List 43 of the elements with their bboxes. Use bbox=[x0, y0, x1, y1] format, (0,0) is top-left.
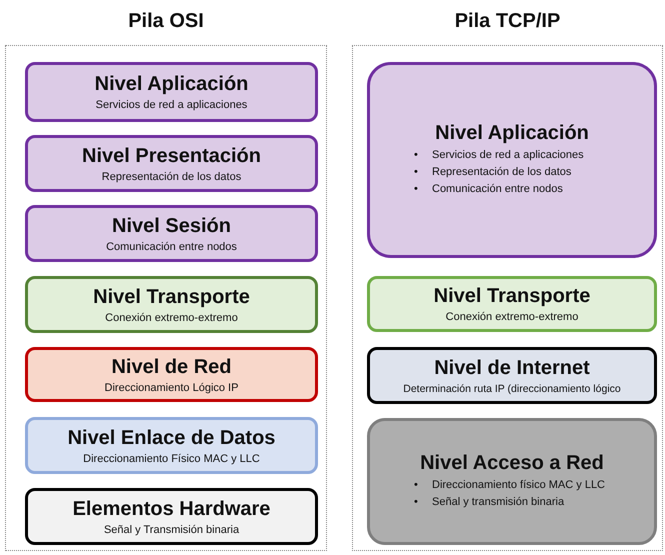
layer-box bbox=[25, 205, 318, 262]
layer-box bbox=[25, 417, 318, 474]
layer-box bbox=[25, 347, 318, 402]
layer-title: Nivel Acceso a Red bbox=[420, 452, 604, 475]
layer-box bbox=[367, 347, 657, 404]
layer-box bbox=[367, 62, 657, 258]
layer-description: Servicios de red a aplicaciones bbox=[96, 99, 248, 111]
bullet-text: Representación de los datos bbox=[432, 166, 572, 178]
layer-title: Nivel Aplicación bbox=[94, 73, 248, 96]
bullet-text: Servicios de red a aplicaciones bbox=[432, 148, 584, 161]
panel-title: Pila TCP/IP bbox=[454, 10, 562, 33]
layer-box bbox=[25, 62, 318, 122]
bullet-text: Comunicación entre nodos bbox=[432, 183, 563, 196]
layer-box bbox=[25, 488, 318, 545]
layer-title: Nivel de Internet bbox=[434, 356, 590, 380]
layer-description: Representación de los datos bbox=[102, 170, 242, 182]
layer-box bbox=[367, 276, 657, 332]
layer-title: Nivel Enlace de Datos bbox=[68, 426, 276, 450]
bullet-marker: • bbox=[414, 182, 419, 198]
bullet-marker: • bbox=[414, 495, 419, 510]
layer-title: Nivel Transporte bbox=[434, 285, 590, 308]
layer-description: Direccionamiento Lógico IP bbox=[104, 382, 238, 394]
layer-description: Determinación ruta IP (direccionamiento lógico bbox=[403, 382, 621, 394]
layer-description: Comunicación entre nodos bbox=[106, 240, 237, 252]
layer-description: Conexión extremo-extremo bbox=[446, 311, 578, 323]
bullet-text: Señal y transmisión binaria bbox=[432, 496, 564, 508]
layer-box bbox=[25, 276, 318, 333]
panel-title: Pila OSI bbox=[127, 10, 205, 33]
bullet-marker: • bbox=[414, 148, 419, 163]
layer-box bbox=[25, 135, 318, 192]
layer-title: Elementos Hardware bbox=[72, 498, 270, 520]
layer-title: Nivel Sesión bbox=[112, 214, 231, 238]
layer-box bbox=[367, 418, 657, 545]
layer-description: Conexión extremo-extremo bbox=[105, 312, 238, 324]
layer-description: Direccionamiento Físico MAC y LLC bbox=[83, 452, 260, 464]
layer-title: Nivel Presentación bbox=[82, 144, 261, 168]
bullet-text: Direccionamiento físico MAC y LLC bbox=[432, 478, 606, 491]
bullet-marker: • bbox=[414, 164, 419, 180]
layer-title: Nivel Aplicación bbox=[435, 122, 589, 145]
layer-title: Nivel de Red bbox=[111, 356, 232, 378]
layer-description: Señal y Transmisión binaria bbox=[104, 524, 240, 536]
bullet-marker: • bbox=[414, 478, 419, 493]
layer-title: Nivel Transporte bbox=[93, 286, 250, 308]
